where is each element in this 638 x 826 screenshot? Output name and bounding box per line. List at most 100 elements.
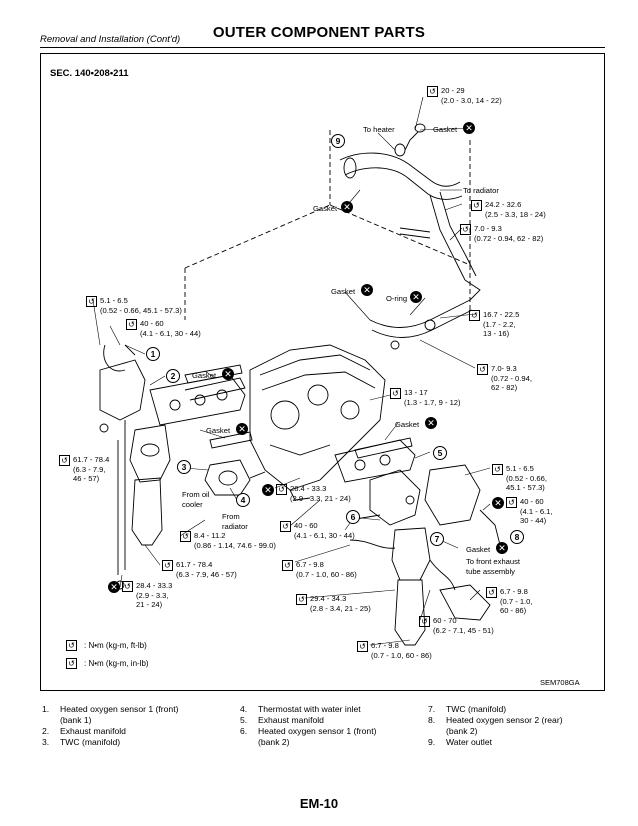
torque-spec: 24.2 - 32.6 (2.5 - 3.3, 18 - 24) (485, 200, 546, 219)
torque-spec: 6.7 - 9.8 (0.7 - 1.0, 60 - 86) (296, 560, 357, 579)
callout-8: 8 (510, 530, 524, 544)
label-to-heater: To heater (363, 125, 395, 134)
list-item: 7.TWC (manifold) (428, 704, 563, 715)
torque-spec: 28.4 - 33.3 (2.9 - 3.3, 21 - 24) (290, 484, 351, 503)
legend-inlb: : N•m (kg-m, in-lb) (84, 659, 149, 668)
gasket-replace-icon: ✕ (463, 122, 475, 134)
figure-code: SEM708GA (540, 678, 580, 687)
torque-spec: 7.0 - 9.3 (0.72 - 0.94, 62 - 82) (474, 224, 544, 243)
label-gasket-5: Gasket (206, 426, 231, 435)
gasket-replace-icon: ✕ (425, 417, 437, 429)
torque-spec: 28.4 - 33.3 (2.9 - 3.3, 21 - 24) (136, 581, 173, 609)
list-item: 3. TWC (manifold) (42, 737, 178, 748)
callout-7: 7 (430, 532, 444, 546)
item-number: 9. (428, 737, 436, 747)
torque-inlb-icon: ↺ (66, 658, 77, 669)
item-number: 5. (240, 715, 248, 725)
item-text: Heated oxygen sensor 1 (front) (bank 2) (258, 726, 377, 747)
parts-list-col-3: 7.TWC (manifold) 8. Heated oxygen sensor … (428, 704, 563, 748)
gasket-replace-icon: ✕ (496, 542, 508, 554)
torque-icon: ↺ (162, 560, 173, 571)
leader-lines (92, 96, 491, 646)
gasket-drawings (184, 364, 413, 459)
label-gasket-6: Gasket (395, 420, 420, 429)
torque-icon: ↺ (86, 296, 97, 307)
item-number: 8. (428, 715, 436, 725)
torque-spec: 8.4 - 11.2 (0.86 - 1.14, 74.6 - 99.0) (194, 531, 276, 550)
torque-spec: 60 - 70 (6.2 - 7.1, 45 - 51) (433, 616, 494, 635)
replace-nut-icon: ✕ (108, 581, 120, 593)
oring-replace-icon: ✕ (410, 291, 422, 303)
torque-icon: ↺ (506, 497, 517, 508)
callout-9: 9 (331, 134, 345, 148)
torque-icon: ↺ (471, 200, 482, 211)
torque-spec: 61.7 - 78.4 (6.3 - 7.9, 46 - 57) (176, 560, 237, 579)
replace-nut-icon: ✕ (262, 484, 274, 496)
gasket-replace-icon: ✕ (236, 423, 248, 435)
exhaust-manifold-left-drawing (99, 359, 246, 426)
twc-right-drawing (349, 514, 491, 646)
item-text: TWC (manifold) (60, 737, 121, 747)
torque-icon: ↺ (469, 310, 480, 321)
water-outlet-drawing (339, 123, 481, 301)
torque-icon: ↺ (59, 455, 70, 466)
torque-icon: ↺ (357, 641, 368, 652)
list-item: 4. Thermostat with water inlet (240, 704, 376, 715)
torque-icon: ↺ (492, 464, 503, 475)
torque-icon: ↺ (460, 224, 471, 235)
label-gasket-3: Gasket (331, 287, 356, 296)
item-number: 4. (240, 704, 248, 714)
item-text: Heated oxygen sensor 1 (front) (bank 1) (60, 704, 179, 725)
replace-nut-icon: ✕ (492, 497, 504, 509)
torque-spec: 5.1 - 6.5 (0.52 - 0.66, 45.1 - 57.3) (506, 464, 547, 492)
item-text: TWC (manifold) (446, 704, 507, 714)
page-number: EM-10 (299, 796, 339, 811)
gasket-replace-icon: ✕ (361, 284, 373, 296)
item-text: Heated oxygen sensor 2 (rear) (bank 2) (446, 715, 563, 736)
parts-list-col-2: 4. Thermostat with water inlet 5.Exhaust … (240, 704, 376, 748)
gasket-replace-icon: ✕ (341, 201, 353, 213)
callout-2: 2 (166, 369, 180, 383)
item-number: 6. (240, 726, 248, 736)
sensor-wiring-drawing (103, 344, 501, 591)
torque-icon: ↺ (419, 616, 430, 627)
torque-spec: 40 - 60 (4.1 - 6.1, 30 - 44) (294, 521, 355, 540)
label-gasket-2: Gasket (313, 204, 338, 213)
parts-list-col-1: 1.Heated oxygen sensor 1 (front) (bank 1… (42, 704, 178, 748)
torque-spec: 6.7 - 9.8 (0.7 - 1.0, 60 - 86) (371, 641, 432, 660)
torque-spec: 29.4 - 34.3 (2.8 - 3.4, 21 - 25) (310, 594, 371, 613)
torque-icon: ↺ (122, 581, 133, 592)
label-from-oil-cooler: From oil cooler (182, 490, 210, 509)
torque-spec: 6.7 - 9.8 (0.7 - 1.0, 60 - 86) (500, 587, 533, 615)
section-reference: SEC. 140•208•211 (50, 68, 129, 79)
torque-icon: ↺ (390, 388, 401, 399)
callout-3: 3 (177, 460, 191, 474)
torque-spec: 5.1 - 6.5 (0.52 - 0.66, 45.1 - 57.3) (100, 296, 182, 315)
engine-block-drawing (249, 344, 386, 501)
section-subtitle: Removal and Installation (Cont'd) (40, 34, 181, 45)
item-text: Thermostat with water inlet (258, 704, 361, 714)
torque-icon: ↺ (180, 531, 191, 542)
thermostat-drawing (204, 459, 266, 496)
torque-spec: 7.0- 9.3 (0.72 - 0.94, 62 - 82) (491, 364, 532, 392)
label-gasket-7: Gasket (466, 545, 491, 554)
list-item: 1.Heated oxygen sensor 1 (front) (bank 1… (42, 704, 178, 726)
torque-spec: 20 - 29 (2.0 - 3.0, 14 - 22) (441, 86, 502, 105)
label-gasket-1: Gasket (433, 125, 458, 134)
torque-spec: 40 - 60 (4.1 - 6.1, 30 - 44) (520, 497, 553, 525)
list-item: 6. Heated oxygen sensor 1 (front) (bank 2… (240, 726, 376, 748)
torque-icon: ↺ (427, 86, 438, 97)
header-rule (40, 47, 605, 48)
list-item: 8. Heated oxygen sensor 2 (rear) (bank 2) (428, 715, 563, 737)
figure-frame (40, 53, 605, 691)
item-number: 3. (42, 737, 50, 747)
torque-spec: 16.7 - 22.5 (1.7 - 2.2, 13 - 16) (483, 310, 520, 338)
item-text: Exhaust manifold (60, 726, 126, 736)
dashed-boundary (184, 130, 471, 320)
torque-icon: ↺ (276, 484, 287, 495)
hose-drawing (369, 299, 473, 350)
page-title: OUTER COMPONENT PARTS (212, 24, 426, 41)
list-item: 5.Exhaust manifold (240, 715, 376, 726)
item-number: 2. (42, 726, 50, 736)
